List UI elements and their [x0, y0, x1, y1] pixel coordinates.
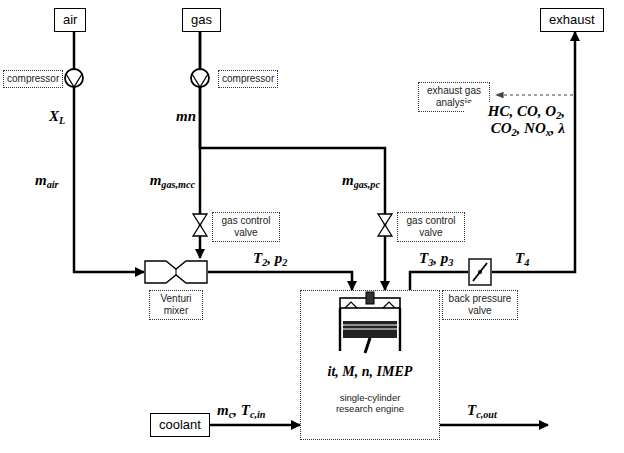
subscript: gas,mcc	[161, 179, 195, 190]
measured-variable: XL	[48, 108, 66, 125]
subscript: c,out	[476, 409, 497, 420]
measured-variable: Tc,out	[466, 402, 498, 419]
flow-line	[208, 272, 352, 290]
subscript: 4	[524, 257, 529, 268]
flow-line	[410, 272, 468, 290]
analysis-arrow	[496, 94, 573, 95]
dotted-label: gas control valve	[401, 215, 461, 239]
subscript: x	[546, 127, 551, 138]
flow-variable: mgas,pc	[341, 172, 381, 189]
flow-line	[200, 32, 385, 290]
flow-line	[210, 424, 300, 427]
subscript: air	[47, 179, 59, 190]
flow-variable: mc, Tc,in	[216, 402, 266, 419]
engine-box: it, M, n, IMEP single-cylinder research e…	[300, 290, 440, 440]
subscript: gas,pc	[354, 179, 380, 190]
subscript: 3	[448, 257, 453, 268]
measured-variable: mn	[175, 108, 197, 125]
flow-variable: T2, p2	[252, 250, 288, 267]
subscript: L	[59, 115, 65, 126]
dotted-label-frame: back pressure valve	[442, 290, 518, 320]
engine-name: single-cylinder research engine	[322, 392, 418, 414]
flow-line	[492, 32, 575, 272]
box-label: coolant	[159, 417, 201, 433]
back-pressure-valve: back pressure valve	[442, 258, 518, 320]
subscript: c,in	[250, 409, 266, 420]
box-label: exhaust	[549, 12, 595, 28]
venturi-mixer: Venturi mixer	[144, 258, 208, 320]
butterfly-valve-symbol	[468, 258, 492, 286]
dotted-label: compressor	[222, 73, 274, 85]
subscript: 2	[556, 110, 561, 121]
subscript: 2	[511, 127, 516, 138]
subscript: 2	[282, 257, 287, 268]
component-label: gas control valve	[397, 212, 465, 242]
gas-species-list: HC, CO, O2, CO2, NOx, λ	[464, 103, 566, 137]
dotted-label-frame: Venturi mixer	[149, 290, 203, 320]
box-label: gas	[191, 12, 212, 28]
flow-variable: mgas,mcc	[149, 172, 196, 189]
valve-symbol	[378, 214, 392, 236]
dotted-label: gas control valve	[216, 215, 276, 239]
valve-symbol	[193, 214, 207, 236]
component-label: compressor	[218, 70, 278, 88]
venturi-symbol	[144, 258, 208, 286]
box-label: air	[63, 12, 77, 28]
coolant-outlet-arrow	[440, 424, 548, 427]
engine-variables: it, M, n, IMEP	[301, 363, 439, 380]
dotted-label: back pressure valve	[446, 293, 514, 317]
source-box: coolant	[150, 413, 210, 437]
subscript: 2	[262, 257, 267, 268]
flow-variable: T3, p3	[418, 250, 454, 267]
source-box: gas	[182, 8, 221, 32]
dotted-label: Venturi mixer	[153, 293, 199, 317]
engine-illustration	[301, 291, 439, 361]
flow-variable: T4	[514, 250, 530, 267]
subscript: 3	[428, 257, 433, 268]
compressor-symbol	[65, 69, 83, 87]
flow-line	[74, 32, 144, 272]
dotted-label: compressor	[7, 73, 59, 85]
flow-variable: mair	[34, 172, 60, 189]
component-label: gas control valve	[212, 212, 280, 242]
source-box: air	[54, 8, 86, 32]
compressor-symbol	[191, 69, 209, 87]
subscript: c	[229, 409, 234, 420]
sink-box: exhaust	[540, 8, 604, 32]
component-label: compressor	[3, 70, 63, 88]
